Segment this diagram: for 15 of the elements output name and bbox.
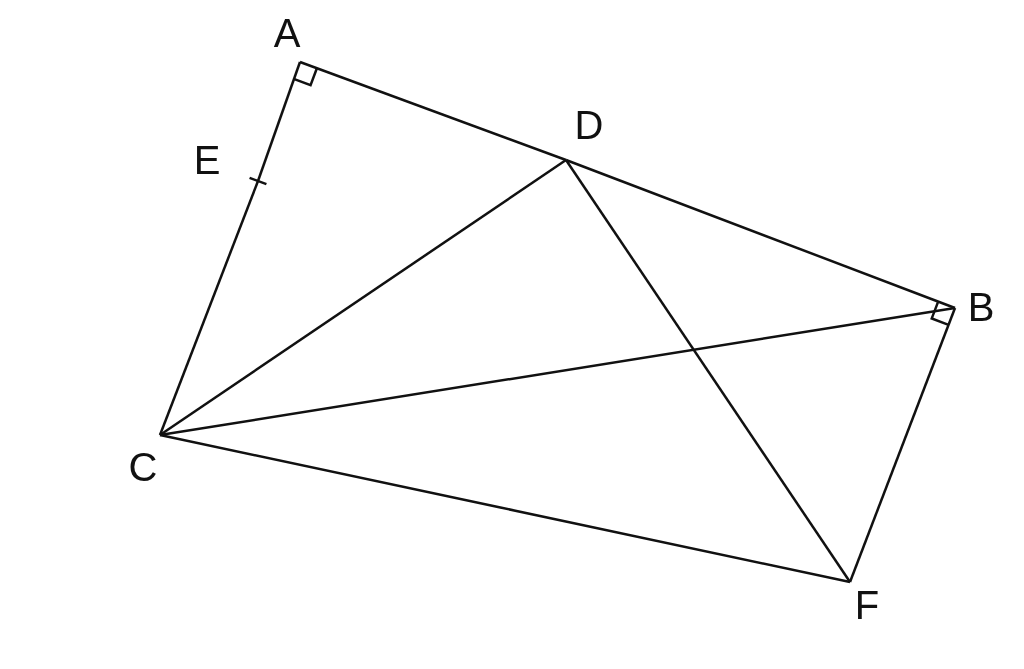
line-segment: [159, 433, 851, 584]
line-segment: [299, 60, 567, 162]
point-label: A: [273, 13, 301, 53]
point-label: C: [128, 447, 158, 487]
point-label: D: [574, 105, 604, 145]
point-label: B: [967, 287, 995, 327]
line-segment: [848, 307, 957, 583]
line-segment: [564, 159, 852, 583]
line-segment: [565, 158, 956, 310]
line-segment: [158, 180, 260, 436]
line-segment: [159, 306, 956, 437]
line-segment: [256, 61, 302, 182]
point-label: E: [193, 140, 221, 180]
point-label: F: [854, 585, 880, 625]
line-segment: [159, 158, 567, 437]
